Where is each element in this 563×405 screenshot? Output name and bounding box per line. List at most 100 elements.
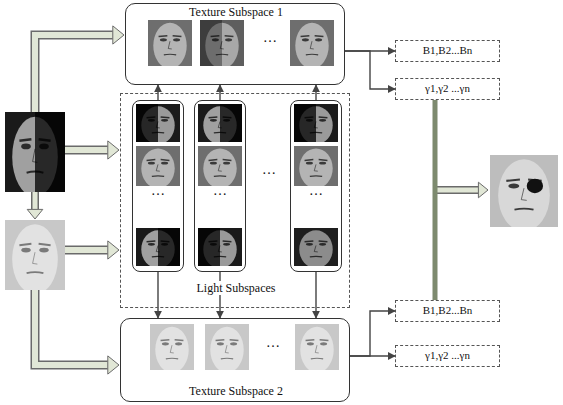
texture-face <box>155 327 188 370</box>
light-face <box>136 104 158 142</box>
light-face <box>294 104 316 142</box>
light-face <box>319 162 326 165</box>
light-face <box>161 119 168 122</box>
processed-face <box>39 248 49 253</box>
light-face <box>310 175 322 177</box>
light-face <box>220 104 242 142</box>
connector-arrow <box>157 272 158 318</box>
texture-face <box>295 324 339 370</box>
light-face <box>305 240 328 242</box>
texture-face <box>290 20 334 66</box>
flow-arrow <box>27 192 43 219</box>
flow-arrow <box>35 35 113 112</box>
processed-face <box>19 244 50 245</box>
ellipsis: … <box>263 30 277 47</box>
light-column: … <box>194 100 246 272</box>
texture-face <box>301 35 324 37</box>
light-face <box>203 148 236 186</box>
texture-face <box>205 324 249 370</box>
output-face <box>498 159 550 227</box>
light-face <box>158 228 180 266</box>
light-face <box>314 164 318 171</box>
texture-face <box>161 339 184 341</box>
light-face <box>148 243 155 246</box>
light-face <box>319 119 326 122</box>
texture-face <box>210 327 243 370</box>
texture-face <box>306 54 318 56</box>
subspace-title: Texture Subspace 1 <box>189 5 283 19</box>
light-face <box>136 104 180 142</box>
light-face <box>218 164 222 171</box>
texture-face <box>320 342 327 345</box>
light-column: … <box>132 100 184 272</box>
flow-arrow <box>435 186 478 194</box>
light-face <box>210 119 217 122</box>
flow-arrow <box>35 290 119 374</box>
texture-face <box>300 327 333 370</box>
joining-bar <box>433 100 438 300</box>
output-face <box>521 188 526 200</box>
flow-arrow <box>65 147 108 153</box>
flow-arrow <box>65 246 108 255</box>
light-face <box>161 162 168 165</box>
texture-face <box>168 41 172 49</box>
output-face <box>527 179 543 193</box>
light-face <box>156 164 160 171</box>
light-face <box>319 243 326 246</box>
connector-arrow <box>350 311 395 356</box>
light-face <box>210 162 217 165</box>
texture-face <box>216 339 239 341</box>
light-face <box>198 228 220 266</box>
subspace-title: Texture Subspace 2 <box>189 384 283 398</box>
texture-face <box>310 41 314 49</box>
texture-face <box>315 38 322 41</box>
texture-face <box>225 38 232 41</box>
flow-arrow <box>435 182 488 198</box>
flow-arrow <box>33 192 38 209</box>
texture-face <box>162 342 169 345</box>
flow-arrow <box>27 209 43 219</box>
texture-face <box>200 20 244 66</box>
texture-face <box>221 358 233 360</box>
output-face <box>514 209 533 210</box>
texture-face <box>302 38 309 41</box>
texture-face <box>164 54 176 56</box>
light-face <box>305 159 328 161</box>
flow-arrow <box>35 26 124 112</box>
ellipsis: … <box>151 183 165 200</box>
texture-face <box>217 342 224 345</box>
light-face <box>198 228 242 266</box>
processed-face <box>5 220 65 290</box>
flow-arrow <box>108 356 119 374</box>
light-face <box>209 159 232 161</box>
texture-face <box>148 20 192 66</box>
flow-arrow <box>35 290 108 365</box>
texture-face <box>307 342 314 345</box>
light-face <box>314 245 318 251</box>
light-face <box>136 146 180 186</box>
ellipsis: … <box>213 183 227 200</box>
texture-face <box>153 23 186 66</box>
flow-arrow <box>108 141 119 159</box>
flow-arrow <box>65 141 119 159</box>
flow-arrow <box>113 26 124 44</box>
subspace-title: Light Subspaces <box>194 281 279 295</box>
light-subspaces-box: ………Light Subspaces… <box>120 93 350 308</box>
ellipsis: … <box>309 183 323 200</box>
flow-arrow <box>35 35 113 112</box>
subspace-box: Texture Subspace 2 … <box>120 318 350 402</box>
texture-face <box>315 345 319 353</box>
light-face <box>147 159 170 161</box>
texture-face <box>225 345 229 353</box>
light-face <box>152 175 164 177</box>
texture-face <box>170 345 174 353</box>
texture-face <box>295 23 328 66</box>
flow-arrow <box>65 247 108 253</box>
ellipsis: … <box>266 335 280 352</box>
coefficient-box: γ1,γ2 ...γn <box>395 78 500 100</box>
processed-face <box>21 248 31 253</box>
coefficient-label: γ1,γ2 ...γn <box>425 349 470 362</box>
light-face <box>136 228 180 266</box>
flow-arrow <box>65 146 108 155</box>
